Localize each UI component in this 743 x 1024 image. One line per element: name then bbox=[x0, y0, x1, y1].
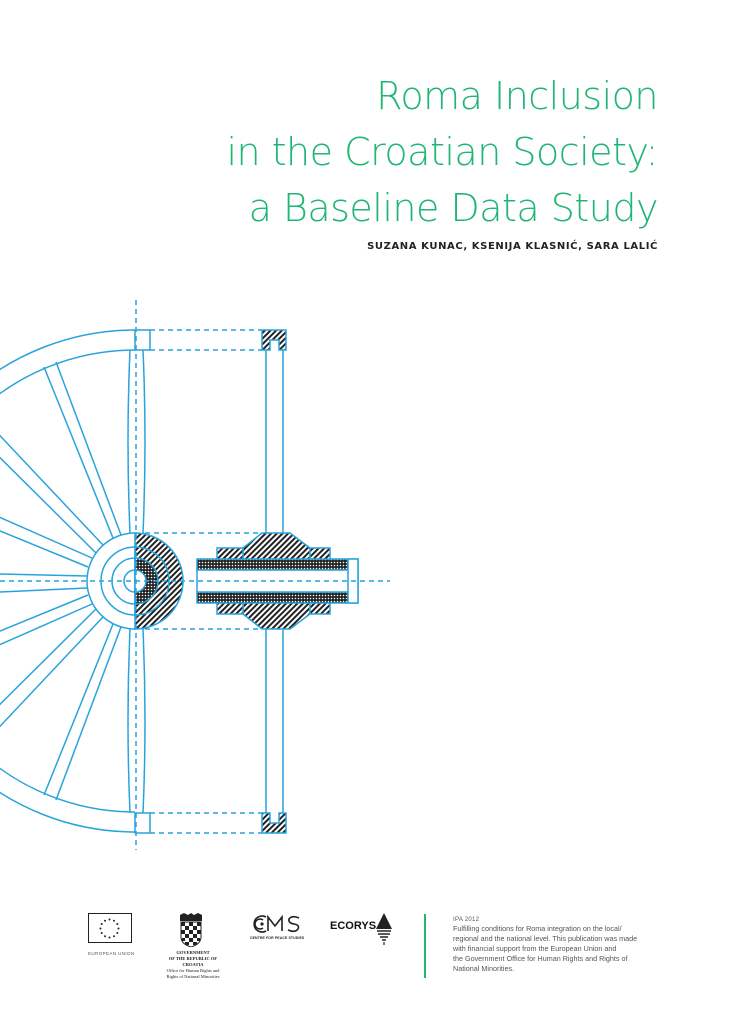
title-line-1: Roma Inclusion bbox=[376, 74, 658, 118]
croatian-coat-of-arms-icon bbox=[178, 913, 204, 951]
funding-note: IPA 2012 Fulfilling conditions for Roma … bbox=[453, 917, 693, 974]
footer-divider bbox=[424, 914, 426, 978]
cover-title: Roma Inclusion in the Croatian Society: … bbox=[226, 68, 658, 236]
programme-code: IPA 2012 bbox=[453, 917, 480, 923]
cms-logo-icon bbox=[252, 914, 304, 938]
title-line-3: a Baseline Data Study bbox=[248, 186, 659, 230]
ecorys-logo-icon bbox=[376, 913, 392, 949]
authors: SUZANA KUNAC, KSENIJA KLASNIĆ, SARA LALI… bbox=[367, 241, 658, 252]
title-line-2: in the Croatian Society: bbox=[226, 130, 658, 174]
funding-description: Fulfilling conditions for Roma integrati… bbox=[453, 924, 638, 973]
